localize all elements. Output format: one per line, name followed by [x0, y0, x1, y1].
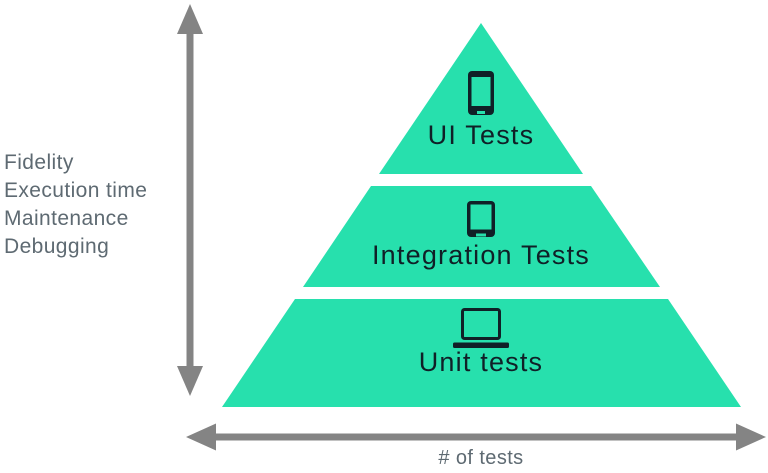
left-axis-labels: Fidelity Execution time Maintenance Debu…: [4, 149, 147, 261]
arrow-left-icon: [186, 423, 216, 451]
bottom-axis-label: # of tests: [438, 447, 524, 469]
axis-label-execution-time: Execution time: [4, 179, 148, 202]
smartphone-icon: [467, 70, 495, 121]
tier-label-unit-tests: Unit tests: [418, 347, 544, 377]
tier-label-integration-tests: Integration Tests: [371, 240, 591, 270]
axis-label-debugging: Debugging: [4, 235, 110, 258]
arrow-up-icon: [177, 4, 203, 34]
vertical-axis-arrow: [177, 4, 203, 396]
horizontal-arrow-shaft: [214, 433, 737, 441]
axis-label-maintenance: Maintenance: [4, 207, 129, 230]
tablet-icon: [466, 200, 496, 243]
arrow-right-icon: [736, 423, 766, 451]
pyramid-tier-unit-tests: [222, 299, 741, 407]
laptop-icon: [453, 308, 509, 354]
horizontal-axis-arrow: [186, 423, 766, 451]
arrow-down-icon: [177, 366, 203, 396]
tier-label-ui-tests: UI Tests: [427, 120, 535, 150]
vertical-arrow-shaft: [186, 32, 194, 368]
axis-label-fidelity: Fidelity: [4, 151, 74, 174]
